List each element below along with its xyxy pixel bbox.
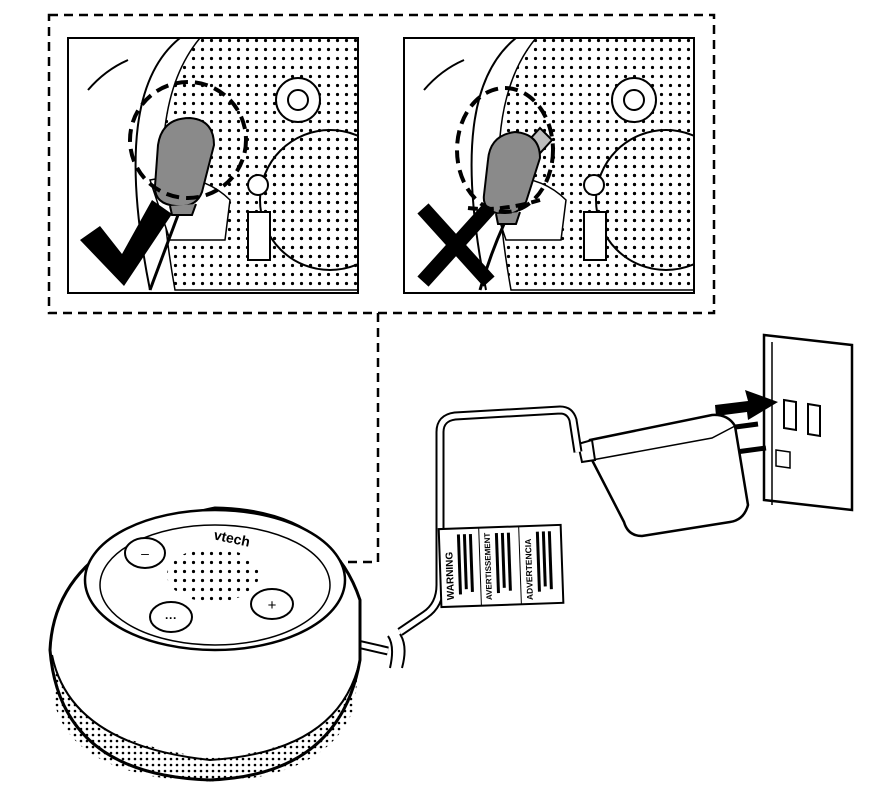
top-grille: [167, 548, 259, 602]
speaker-grille: [55, 665, 358, 782]
advertencia-text: ADVERTENCIA: [523, 539, 535, 601]
menu-button-label: ···: [165, 611, 177, 625]
callout-box: [47, 13, 716, 315]
volume-up-label: +: [268, 597, 277, 614]
warning-text: WARNING: [444, 551, 457, 600]
brand-logo: vtech: [212, 526, 251, 549]
arrow-icon: [715, 390, 778, 420]
wall-outlet: [762, 333, 854, 512]
power-plug: [153, 116, 216, 208]
avertissement-text: AVERTISSEMENT: [483, 532, 494, 600]
focus-circle: [128, 80, 248, 200]
volume-down-label: –: [141, 545, 149, 561]
warning-tag: [437, 523, 565, 609]
volume-down-button: [124, 537, 166, 569]
callout-leader: [330, 313, 380, 564]
power-adapter: [576, 413, 767, 538]
menu-button: [149, 601, 193, 633]
volume-up-button: [250, 588, 294, 620]
correct-panel: [67, 37, 359, 294]
checkmark-icon: [80, 200, 172, 286]
smart-speaker: – + ··· vtech: [48, 506, 362, 782]
focus-circle-incorrect: [455, 86, 555, 214]
incorrect-panel: [403, 37, 695, 294]
cross-icon: [417, 203, 495, 287]
